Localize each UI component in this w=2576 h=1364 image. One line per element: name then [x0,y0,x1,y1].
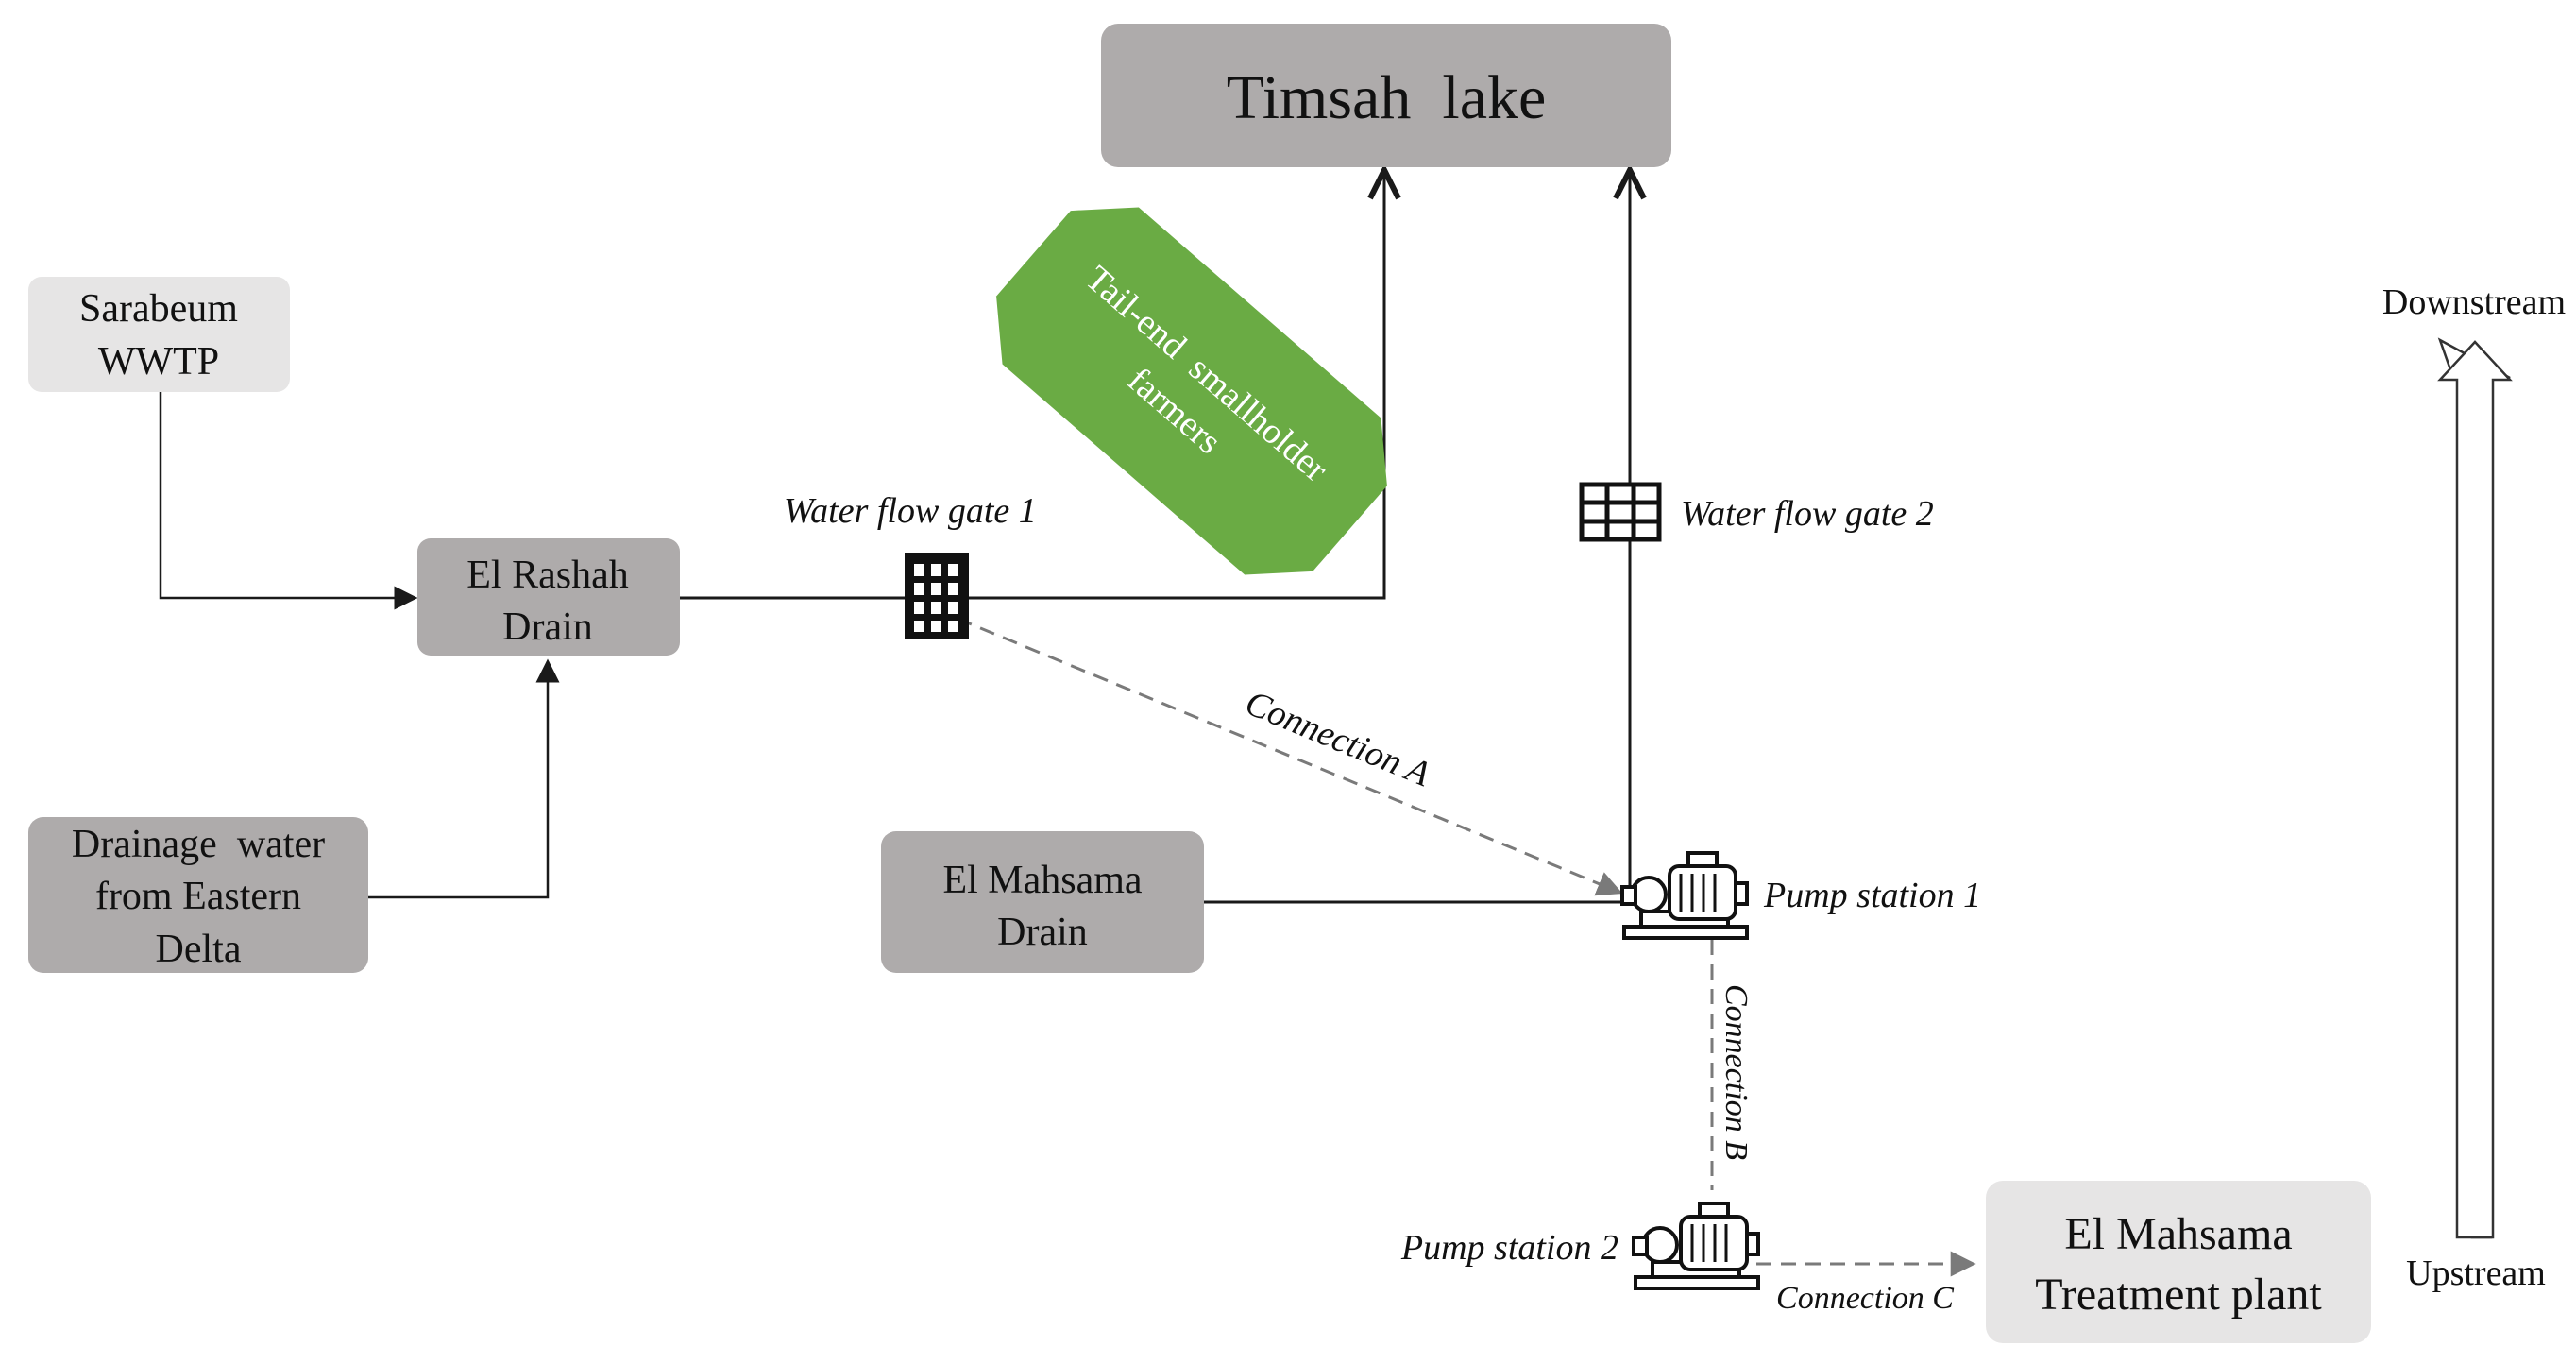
treatment-label-line2: Treatment plant [2035,1270,2322,1320]
gate-2-label: Water flow gate 2 [1681,494,1934,534]
el-rashah-drain-box: El Rashah Drain [417,538,680,656]
water-flow-gate-2-icon [1579,482,1662,542]
connection-c-label: Connection C [1776,1281,1954,1316]
el-mahsama-drain-label-line1: El Mahsama [942,859,1142,902]
sarabeum-to-rashah-line [159,392,418,610]
el-rashah-label-line1: El Rashah [466,554,628,597]
hollow-up-arrow-icon [2437,337,2513,1239]
upstream-label: Upstream [2406,1253,2546,1293]
drainage-water-box: Drainage water from Eastern Delta [28,817,368,973]
tail-end-farmers-shape: Tail-end smallholder farmers [996,207,1387,575]
treatment-label-line1: El Mahsama [2064,1209,2292,1259]
pump-1-label: Pump station 1 [1763,876,1981,915]
drainage-label-line1: Drainage water [72,823,325,866]
timsah-lake-label: Timsah lake [1227,63,1547,132]
sarabeum-wwtp-box: Sarabeum WWTP [28,277,290,392]
drainage-label-line3: Delta [156,928,242,971]
gate-1-label: Water flow gate 1 [784,491,1037,531]
pump-station-2-icon [1632,1202,1760,1290]
downstream-label: Downstream [2382,282,2566,322]
connection-b-label: Connection B [1719,984,1754,1160]
connection-a-label: Connection A [1240,683,1436,794]
timsah-lake-box: Timsah lake [1101,24,1671,167]
el-mahsama-treatment-box: El Mahsama Treatment plant [1986,1181,2371,1343]
water-flow-gate-1-icon [905,553,969,639]
el-rashah-label-line2: Drain [502,605,593,649]
sarabeum-label-line1: Sarabeum [79,287,238,331]
el-mahsama-drain-box: El Mahsama Drain [881,831,1204,973]
drainage-to-rashah-line [368,658,560,899]
pump-station-1-icon [1620,851,1749,940]
el-mahsama-drain-label-line2: Drain [997,911,1088,954]
pump-2-label: Pump station 2 [1400,1228,1618,1268]
sarabeum-label-line2: WWTP [98,340,219,384]
connection-a-line [934,607,1623,896]
drainage-label-line2: from Eastern [95,875,301,918]
